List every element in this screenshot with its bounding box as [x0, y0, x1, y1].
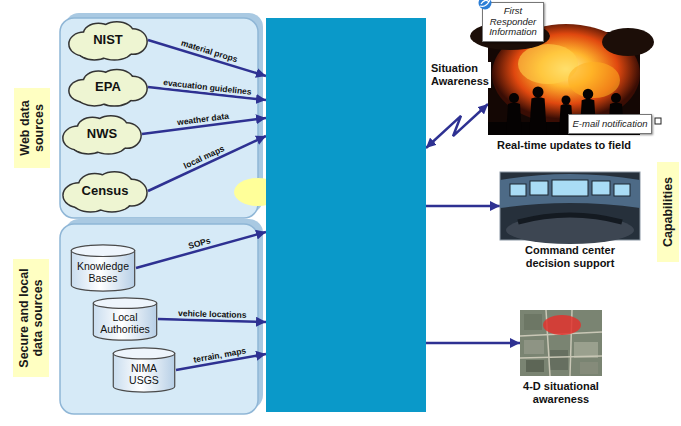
flow-arrow [426, 342, 520, 345]
icon-swoosh [480, 0, 490, 6]
callout-note: First Responder Information [482, 2, 544, 42]
wall-screen [614, 184, 630, 196]
photo-caption: Command center decision support [514, 244, 626, 270]
web-source-cloud: Census [62, 170, 148, 212]
edge-label: local maps [180, 142, 228, 171]
node-label: First Responder Information [486, 6, 540, 38]
database-cylinder: Local Authorities [92, 297, 158, 341]
firefighter-head [611, 93, 621, 103]
edge-label: evacuation guidelines [161, 76, 254, 96]
terrain-block [524, 340, 544, 354]
small-square-mark [655, 118, 661, 124]
flow-arrow [426, 104, 488, 148]
hazard-zone [543, 315, 581, 335]
photo-caption: Real-time updates to field [464, 139, 664, 152]
web-source-cloud: NIST [68, 20, 148, 60]
firefighter-head [562, 96, 571, 105]
cloud-edge [64, 116, 141, 153]
web-panel-ground [60, 18, 258, 218]
command-room [500, 172, 640, 240]
firefighter-body [529, 97, 547, 135]
cylinder-top [71, 245, 134, 257]
wall-screen [592, 181, 610, 195]
firefighter-head [509, 93, 519, 103]
flow-arrow [136, 232, 266, 268]
node-label: NIMA USGS [117, 362, 171, 386]
node-label: Local Authorities [97, 311, 153, 335]
terrain-block [524, 314, 542, 330]
screen-wall [500, 174, 640, 208]
cloud-fill [70, 70, 147, 105]
node-label: NIST [93, 33, 123, 48]
database-cylinder: Knowledge Bases [70, 244, 136, 292]
node-label: Knowledge Bases [75, 260, 131, 284]
terrain-block [550, 350, 568, 370]
web-source-cloud: EPA [68, 68, 148, 106]
cylinder-top [113, 348, 174, 359]
cloud-edge [64, 173, 147, 212]
browser-icon [478, 0, 492, 10]
flow-arrow [148, 136, 266, 191]
edge-label: terrain, maps [191, 345, 249, 365]
cloud-edge [70, 70, 147, 105]
console-desk [518, 215, 622, 222]
node-label: E-mail notification [573, 119, 648, 130]
group-heading: Secure and local data sources [13, 259, 49, 377]
photo-caption: 4-D situational awareness [505, 380, 617, 406]
edge-label: Situation Awareness [429, 62, 491, 88]
firefighter-head [533, 87, 544, 98]
terrain-block [526, 360, 544, 372]
group-heading: Web data sources [14, 88, 50, 168]
command-center-photo: Command center decision support [500, 172, 640, 240]
firefighter-body [506, 103, 522, 136]
cloud-fill [64, 116, 141, 153]
integration-core-box [266, 18, 426, 412]
edge-label: weather data [175, 111, 232, 128]
side-heading: Capabilities [657, 162, 679, 262]
room-floor [506, 216, 634, 244]
cylinder-top [93, 298, 156, 309]
wall-screen [552, 180, 588, 196]
edge-label: material props [177, 37, 240, 65]
field-photo: Real-time updates to fieldFirst Responde… [488, 32, 640, 135]
icon-disc [479, 0, 492, 10]
edge-label: vehicle locations [176, 307, 249, 319]
smoke [602, 28, 654, 56]
node-label: NWS [87, 127, 117, 142]
terrain-ground [520, 310, 602, 376]
firefighter-head [583, 89, 594, 100]
node-label: EPA [95, 80, 121, 95]
database-cylinder: NIMA USGS [112, 347, 176, 393]
flow-arrow [158, 319, 266, 322]
cloud-edge [70, 22, 147, 59]
wall-screen [510, 184, 526, 196]
node-label: Census [82, 184, 129, 199]
web-source-cloud: NWS [62, 114, 142, 154]
flame [568, 62, 620, 98]
cloud-fill [70, 22, 147, 59]
wall-screen [530, 181, 548, 195]
aerial-map [520, 310, 602, 376]
cloud-fill [64, 173, 147, 212]
edge-label: SOPs [185, 235, 213, 252]
terrain-block [580, 362, 598, 374]
aerial-map-photo: 4-D situational awareness [520, 310, 602, 376]
flow-arrow [426, 205, 500, 208]
map-road [520, 356, 602, 358]
callout-note: E-mail notification [568, 114, 652, 134]
